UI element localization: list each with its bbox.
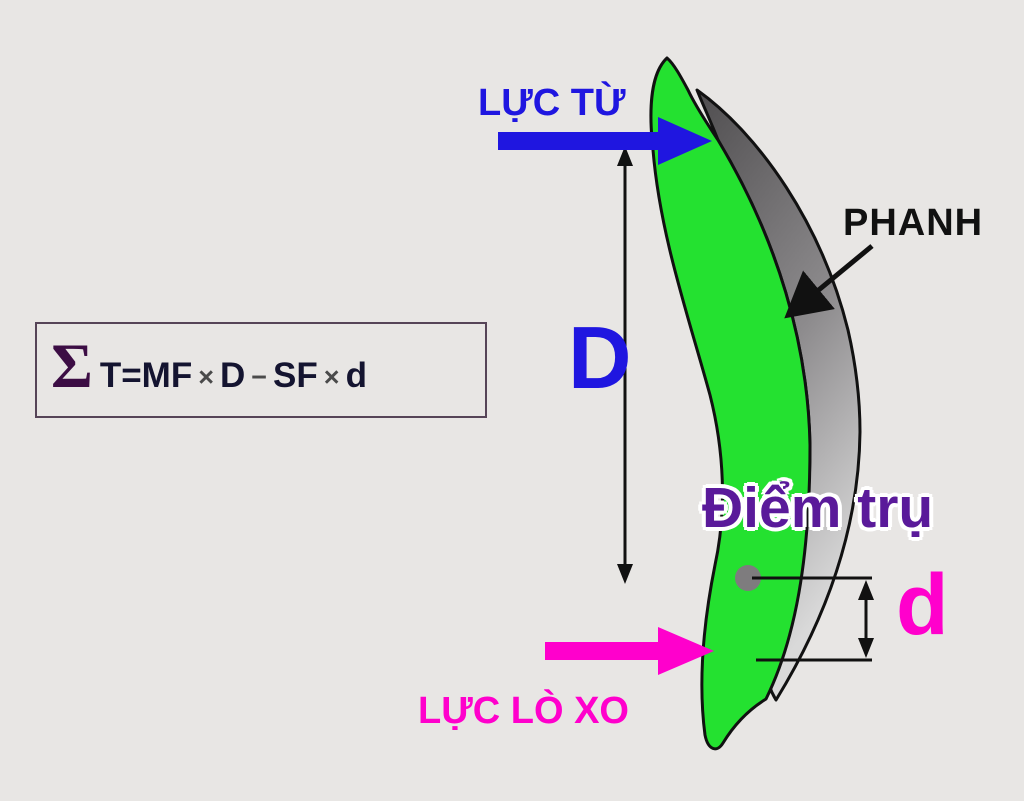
- distance-D-label: D: [568, 308, 632, 407]
- dimension-D-arrowhead-bottom: [617, 564, 633, 584]
- torque-formula-box: Σ T=MF × D − SF × d: [35, 322, 487, 418]
- pivot-point-label: Điểm trụ: [702, 476, 934, 540]
- pivot-dot: [735, 565, 761, 591]
- magnetic-force-label: LỰC TỪ: [478, 82, 626, 124]
- formula-token: D: [219, 356, 246, 395]
- dimension-d-arrowhead-top: [858, 580, 874, 600]
- formula-token: SF: [273, 356, 318, 395]
- dimension-D-arrowhead-top: [617, 146, 633, 166]
- brake-shoe-shape: [649, 56, 812, 751]
- magnetic-force-arrow: [498, 117, 712, 165]
- formula-token: d: [345, 356, 367, 395]
- minus-operator: −: [251, 361, 268, 392]
- sigma-symbol: Σ: [51, 330, 93, 401]
- formula-token: T=MF: [99, 356, 193, 395]
- multiply-operator: ×: [323, 361, 340, 392]
- distance-d-label: d: [896, 557, 949, 653]
- brake-label: PHANH: [843, 202, 984, 244]
- brake-pointer-arrow: [784, 244, 874, 319]
- dimension-d-arrowhead-bottom: [858, 638, 874, 658]
- spring-force-label: LỰC LÒ XO: [418, 690, 629, 732]
- spring-force-arrow: [545, 627, 714, 675]
- multiply-operator: ×: [198, 361, 214, 392]
